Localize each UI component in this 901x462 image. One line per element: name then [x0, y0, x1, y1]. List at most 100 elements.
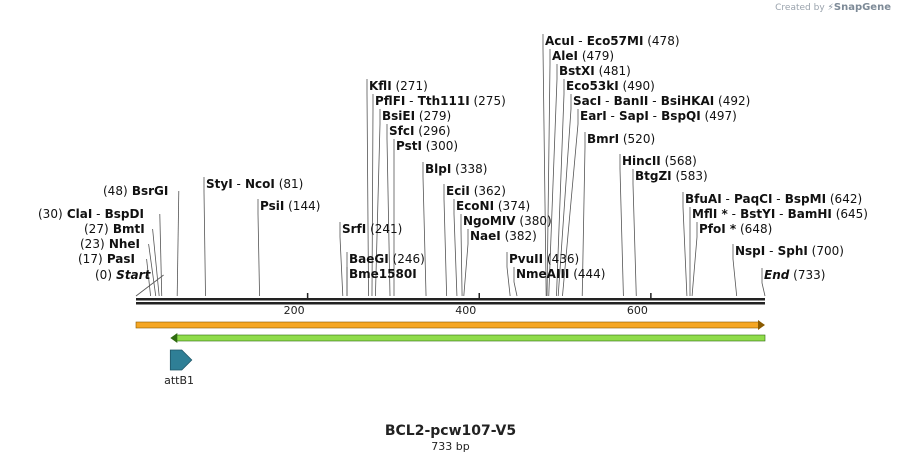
leader-line-blpi	[422, 162, 427, 297]
leader-line-nspi	[732, 244, 738, 297]
site-label-start[interactable]: (0) Start	[95, 268, 152, 282]
enzyme-name: PasI	[103, 252, 135, 266]
site-position: (81)	[275, 177, 303, 191]
leader-line-ecii	[443, 184, 448, 297]
site-label-bmri[interactable]: BmrI (520)	[587, 132, 655, 146]
site-label-ecii[interactable]: EciI (362)	[446, 184, 506, 198]
site-label-styi[interactable]: StyI - NcoI (81)	[206, 177, 303, 191]
site-label-end[interactable]: End (733)	[764, 268, 825, 282]
site-label-bmti[interactable]: (27) BmtI	[84, 222, 145, 236]
site-label-kfli[interactable]: KflI (271)	[369, 79, 428, 93]
site-label-pasi[interactable]: (17) PasI	[78, 252, 135, 266]
feature-green-bar[interactable]	[176, 334, 766, 342]
separator: -	[765, 244, 773, 258]
enzyme-name: BmrI	[587, 132, 619, 146]
site-label-ngomiv[interactable]: NgoMIV (380)	[463, 214, 552, 228]
site-position: (246)	[389, 252, 425, 266]
site-label-acui[interactable]: AcuI - Eco57MI (478)	[545, 34, 680, 48]
leader-line-bsiei	[375, 109, 381, 297]
site-position: (479)	[578, 49, 614, 63]
enzyme-name: HincII	[622, 154, 661, 168]
leader-line-eari	[562, 109, 579, 297]
enzyme-name: Bme1580I	[349, 267, 417, 281]
site-position: (300)	[422, 139, 458, 153]
feature-tracks: attB1	[135, 320, 766, 387]
site-label-bfuai[interactable]: BfuAI - PaqCI - BspMI (642)	[685, 192, 862, 206]
site-label-nmeaiii[interactable]: NmeAIII (444)	[516, 267, 605, 281]
site-label-bsiei[interactable]: BsiEI (279)	[382, 109, 451, 123]
leader-line-end	[761, 268, 766, 297]
enzyme-name: NcoI	[241, 177, 275, 191]
site-position: (17)	[78, 252, 103, 266]
site-label-hincii[interactable]: HincII (568)	[622, 154, 697, 168]
enzyme-name: NheI	[105, 237, 140, 251]
leader-line-hincii	[619, 154, 624, 297]
leader-line-bsrgi	[176, 190, 180, 297]
site-label-sfci[interactable]: SfcI (296)	[389, 124, 451, 138]
leader-line-kfli	[366, 79, 369, 297]
enzyme-name: BsrGI	[128, 184, 169, 198]
site-label-pvuii[interactable]: PvuII (436)	[509, 252, 579, 266]
site-position: (568)	[661, 154, 697, 168]
site-position: (733)	[789, 268, 825, 282]
enzyme-name: PfoI	[699, 222, 726, 236]
site-label-eari[interactable]: EarI - SapI - BspQI (497)	[580, 109, 737, 123]
site-label-bsrgi[interactable]: (48) BsrGI	[103, 184, 168, 198]
site-label-srfi[interactable]: SrfI (241)	[342, 222, 402, 236]
enzyme-name: BspDI	[100, 207, 143, 221]
site-label-pfoi[interactable]: PfoI * (648)	[699, 222, 772, 236]
enzyme-name: NgoMIV	[463, 214, 516, 228]
site-position: (48)	[103, 184, 128, 198]
site-position: (648)	[736, 222, 772, 236]
site-label-bstxi[interactable]: BstXI (481)	[559, 64, 631, 78]
site-label-mfli[interactable]: MflI * - BstYI - BamHI (645)	[692, 207, 868, 221]
site-label-pflfi[interactable]: PflFI - Tth111I (275)	[375, 94, 506, 108]
site-position: (436)	[543, 252, 579, 266]
site-position: (271)	[392, 79, 428, 93]
leader-line-econi	[453, 199, 458, 297]
site-label-bme1580i[interactable]: Bme1580I	[349, 267, 417, 281]
enzyme-name: PvuII	[509, 252, 543, 266]
separator: -	[233, 177, 241, 191]
site-label-alei[interactable]: AleI (479)	[552, 49, 614, 63]
enzyme-name: BtgZI	[635, 169, 672, 183]
site-label-eco53ki[interactable]: Eco53kI (490)	[566, 79, 655, 93]
snapgene-logo-icon: ⚡	[827, 3, 834, 13]
site-position: (279)	[415, 109, 451, 123]
site-label-nspi[interactable]: NspI - SphI (700)	[735, 244, 844, 258]
site-label-btgzi[interactable]: BtgZI (583)	[635, 169, 708, 183]
enzyme-name: *	[726, 222, 737, 236]
separator: -	[607, 109, 615, 123]
site-position: (444)	[569, 267, 605, 281]
site-label-clai[interactable]: (30) ClaI - BspDI	[38, 207, 144, 221]
enzyme-name: PflFI	[375, 94, 405, 108]
enzyme-name: Tth111I	[414, 94, 470, 108]
leader-line-nhei	[148, 243, 157, 297]
tick-label: 400	[455, 304, 476, 317]
site-label-econi[interactable]: EcoNI (374)	[456, 199, 530, 213]
site-position: (492)	[714, 94, 750, 108]
leader-line-naei	[463, 229, 469, 297]
site-label-psti[interactable]: PstI (300)	[396, 139, 458, 153]
enzyme-name: PstI	[396, 139, 422, 153]
site-label-nhei[interactable]: (23) NheI	[80, 237, 140, 251]
separator: -	[574, 34, 582, 48]
backbone-top-strand	[136, 298, 765, 301]
site-label-psii[interactable]: PsiI (144)	[260, 199, 320, 213]
leader-line-pvuii	[506, 252, 511, 297]
leader-line-psii	[257, 199, 260, 297]
separator: -	[601, 94, 609, 108]
feature-orange-bar[interactable]	[135, 321, 760, 329]
site-label-blpi[interactable]: BlpI (338)	[425, 162, 487, 176]
site-label-naei[interactable]: NaeI (382)	[470, 229, 537, 243]
site-position: (481)	[595, 64, 631, 78]
feature-attb1-arrow[interactable]	[169, 349, 193, 371]
enzyme-name: BaeGI	[349, 252, 389, 266]
enzyme-name: BanII	[609, 94, 648, 108]
site-label-saci[interactable]: SacI - BanII - BsiHKAI (492)	[573, 94, 750, 108]
enzyme-name: EciI	[446, 184, 470, 198]
site-label-baegi[interactable]: BaeGI (246)	[349, 252, 425, 266]
enzyme-name: NmeAIII	[516, 267, 569, 281]
backbone-bottom-strand	[136, 302, 765, 305]
